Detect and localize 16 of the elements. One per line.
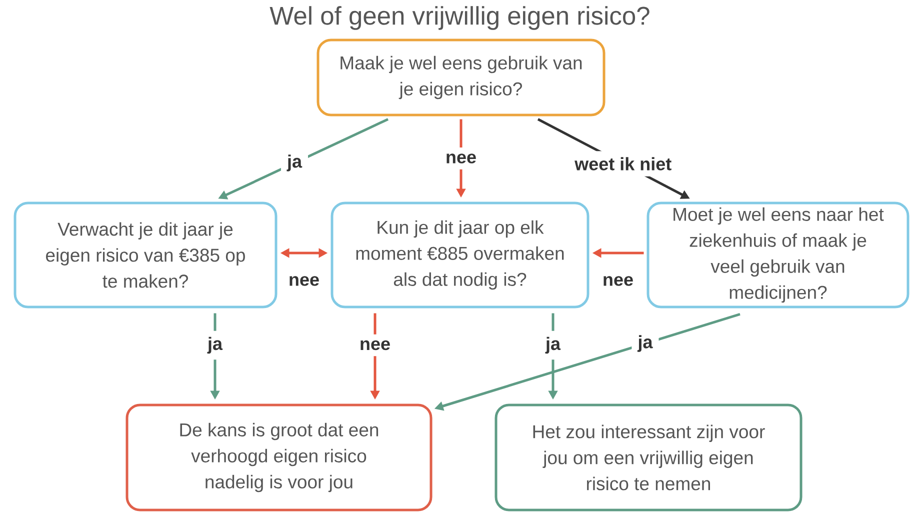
edge-label: ja (632, 329, 659, 358)
edge-label: nee (604, 276, 633, 286)
edge-label: ja (540, 330, 566, 360)
edge-label: weet ik niet (568, 151, 678, 176)
question-box: Kun je dit jaar op elk moment €885 overmaken als dat nodig is? (330, 202, 590, 308)
edge-label: nee (290, 276, 319, 286)
edge-label: ja (202, 330, 229, 360)
outcome-box: De kans is groot dat een verhoogd eigen risico nadelig is voor jou (126, 404, 432, 512)
question-box: Verwacht je dit jaar je eigen risico van €385 op te maken? (14, 202, 278, 308)
question-box: Maak je wel eens gebruik van je eigen risico? (316, 38, 606, 116)
edge-label: nee (440, 148, 483, 170)
edge-label: nee (354, 334, 397, 356)
outcome-box: Het zou interessant zijn voor jou om een vrijwillig eigen risico te nemen (494, 404, 802, 512)
question-box: Moet je wel eens naar het ziekenhuis of maak je veel gebruik van medicijnen? (646, 202, 910, 308)
title: Wel of geen vrijwillig eigen risico? (270, 6, 650, 30)
edge-label: ja (281, 148, 308, 178)
